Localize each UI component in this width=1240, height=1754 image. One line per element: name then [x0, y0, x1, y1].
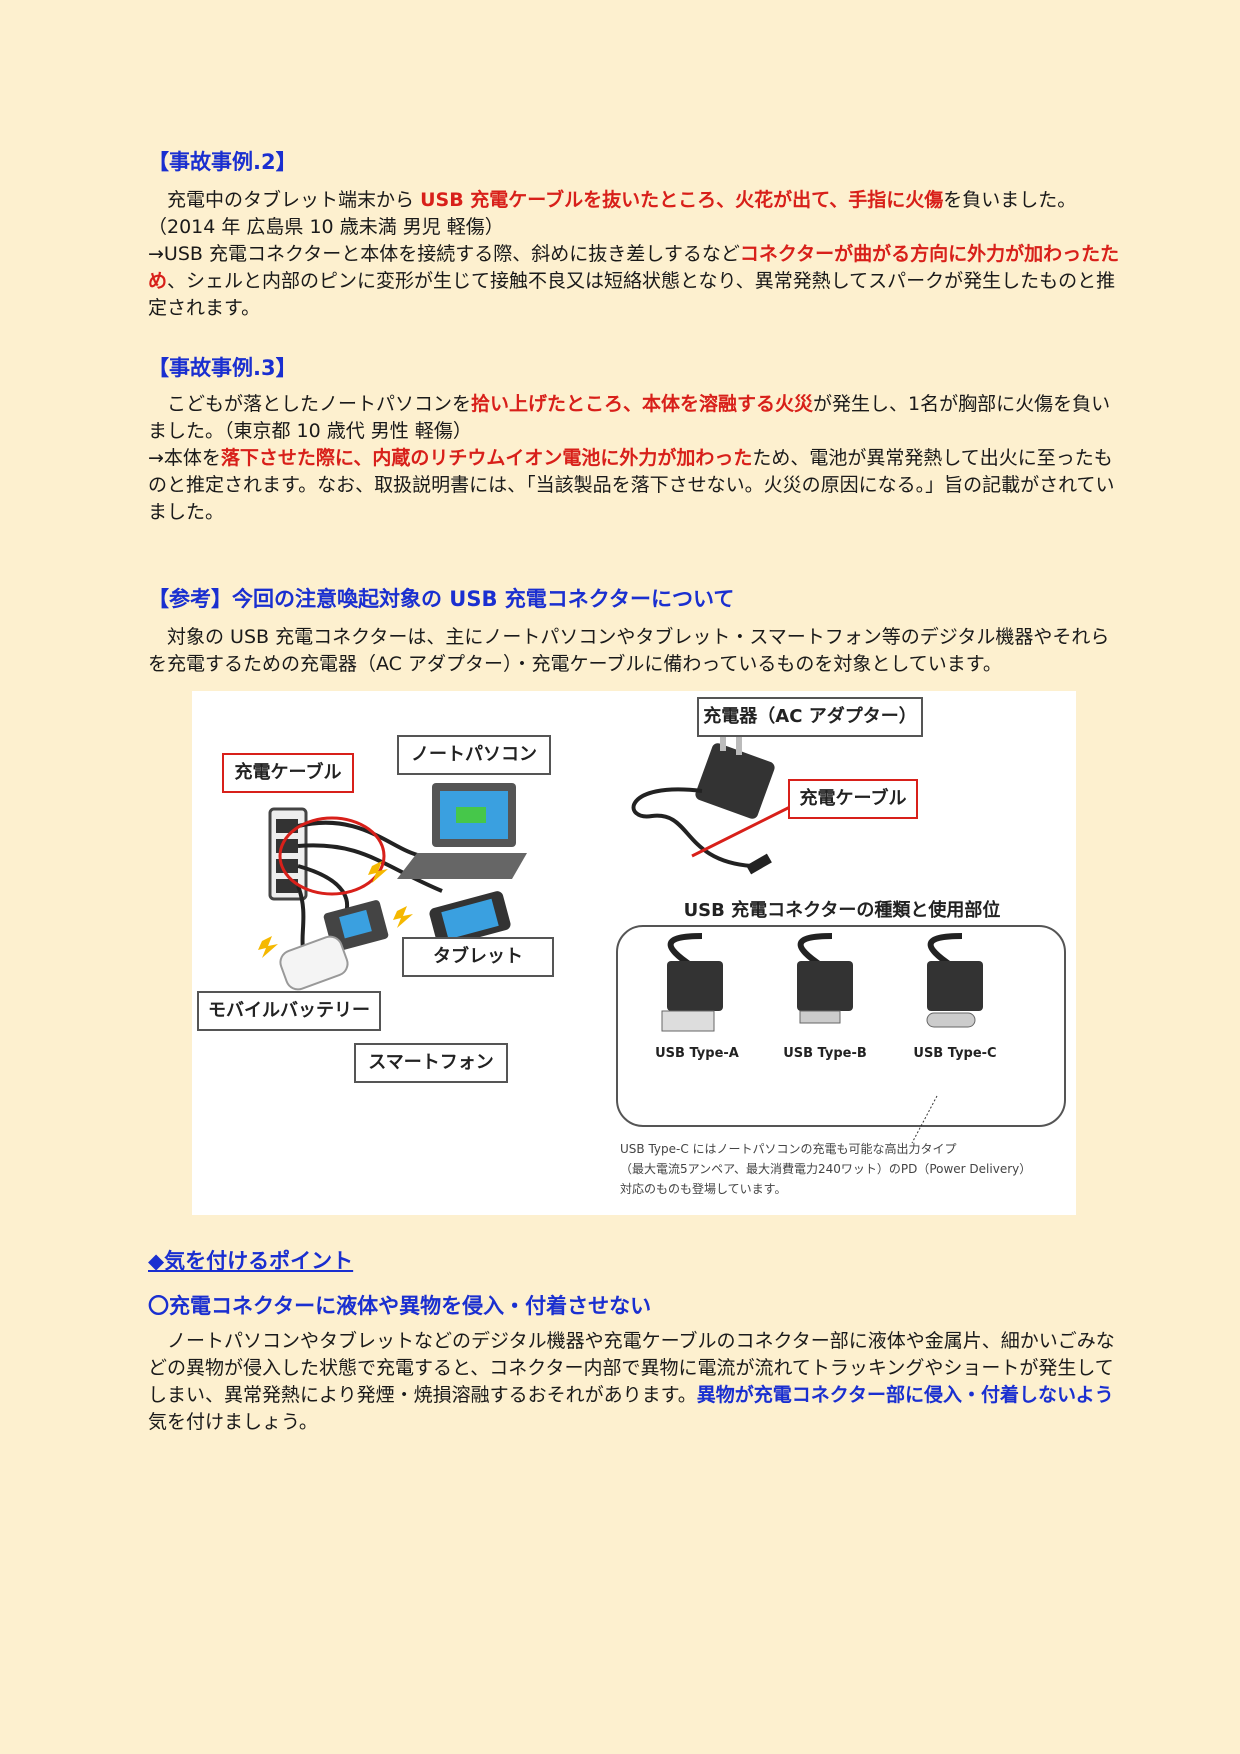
case2-paragraph-2: →USB 充電コネクターと本体を接続する際、斜めに抜き差しするなどコネクターが曲… — [148, 241, 1122, 322]
case2-body: 充電中のタブレット端末から USB 充電ケーブルを抜いたところ、火花が出て、手指… — [148, 187, 1122, 322]
label-mobile-battery: モバイルバッテリー — [197, 991, 381, 1031]
spark-icon — [258, 936, 278, 958]
points-text: ノートパソコンやタブレットなどのデジタル機器や充電ケーブルのコネクター部に液体や… — [148, 1328, 1122, 1436]
points-heading: ◆気を付けるポイント — [148, 1249, 354, 1273]
highlight-circle — [278, 816, 386, 896]
case3-cause-emphasis: 落下させた際に、内蔵のリチウムイオン電池に外力が加わった — [220, 447, 753, 469]
case2-text-end: を負いました。 — [943, 189, 1077, 211]
points-text-body: ノートパソコンやタブレットなどのデジタル機器や充電ケーブルのコネクター部に液体や… — [148, 1330, 1115, 1406]
case3-body: こどもが落としたノートパソコンを拾い上げたところ、本体を溶融する火災が発生し、1… — [148, 391, 1122, 526]
type-a-label: USB Type-A — [655, 1046, 739, 1061]
type-c-note: USB Type-C にはノートパソコンの充電も可能な高出力タイプ （最大電流5… — [620, 1139, 1070, 1199]
note-line-1: USB Type-C にはノートパソコンの充電も可能な高出力タイプ — [620, 1142, 957, 1156]
case3-text-end: が発生し、1名が胸部に火傷を負いました。（東京都 10 歳代 男性 軽傷） — [148, 393, 1111, 442]
label-charger: 充電器（AC アダプター） — [697, 697, 923, 737]
note-line-2: （最大電流5アンペア、最大消費電力240ワット）のPD（Power Delive… — [620, 1162, 1032, 1176]
type-c-connector-icon — [926, 933, 983, 1028]
illustration-drawing — [258, 731, 1066, 1144]
points-text-end: 気を付けましょう。 — [148, 1411, 318, 1433]
case2-cause-emphasis: コネクターが曲がる方向に外力が加わったため — [148, 243, 1120, 292]
pointer-arrow — [691, 804, 793, 858]
charger-icon — [695, 743, 775, 819]
case3-emphasis: 拾い上げたところ、本体を溶融する火災 — [471, 393, 814, 415]
cable-line — [297, 843, 443, 893]
type-b-label: USB Type-B — [783, 1046, 867, 1061]
label-tablet: タブレット — [402, 937, 554, 977]
spark-icon — [393, 906, 413, 928]
type-b-connector-icon — [797, 933, 853, 1024]
case3-heading: 【事故事例.3】 — [148, 356, 297, 380]
usb-illustration: 充電ケーブル ノートパソコン タブレット モバイルバッテリー スマートフォン 充… — [192, 691, 1076, 1215]
charger-cable-line — [631, 787, 753, 868]
case2-paragraph-1: 充電中のタブレット端末から USB 充電ケーブルを抜いたところ、火花が出て、手指… — [148, 187, 1122, 241]
case2-meta: （2014 年 広島県 10 歳未満 男児 軽傷） — [148, 216, 504, 238]
reference-text-body: 対象の USB 充電コネクターは、主にノートパソコンやタブレット・スマートフォン… — [148, 626, 1110, 675]
case3-text: こどもが落としたノートパソコンを — [167, 393, 472, 415]
connector-title: USB 充電コネクターの種類と使用部位 — [683, 900, 1001, 921]
mobile-battery-icon — [279, 935, 349, 991]
label-laptop: ノートパソコン — [397, 735, 551, 775]
points-subheading: 〇充電コネクターに液体や異物を侵入・付着させない — [148, 1294, 652, 1318]
case2-cause-end: 、シェルと内部のピンに変形が生じて接触不良又は短絡状態となり、異常発熱してスパー… — [148, 270, 1116, 319]
case2-cause-text: →USB 充電コネクターと本体を接続する際、斜めに抜き差しするなど — [148, 243, 740, 265]
case2-text: 充電中のタブレット端末から — [167, 189, 415, 211]
case2-heading: 【事故事例.2】 — [148, 150, 297, 174]
note-line-3: 対応のものも登場しています。 — [620, 1182, 787, 1196]
note-pointer — [911, 1095, 938, 1144]
type-c-label: USB Type-C — [913, 1046, 997, 1061]
points-emphasis: 異物が充電コネクター部に侵入・付着しないよう — [696, 1384, 1114, 1406]
label-smartphone: スマートフォン — [354, 1043, 508, 1083]
case3-paragraph-2: →本体を落下させた際に、内蔵のリチウムイオン電池に外力が加わったため、電池が異常… — [148, 445, 1122, 526]
reference-heading: 【参考】今回の注意喚起対象の USB 充電コネクターについて — [148, 587, 735, 611]
label-cable-right: 充電ケーブル — [788, 779, 918, 819]
case3-paragraph-1: こどもが落としたノートパソコンを拾い上げたところ、本体を溶融する火災が発生し、1… — [148, 391, 1122, 445]
reference-text: 対象の USB 充電コネクターは、主にノートパソコンやタブレット・スマートフォン… — [148, 624, 1122, 678]
case3-cause-text: →本体を — [148, 447, 221, 469]
case2-emphasis: USB 充電ケーブルを抜いたところ、火花が出て、手指に火傷 — [420, 189, 944, 211]
type-a-connector-icon — [661, 933, 723, 1032]
label-cable-left: 充電ケーブル — [222, 753, 354, 793]
case3-cause-end: ため、電池が異常発熱して出火に至ったものと推定されます。なお、取扱説明書には、「… — [148, 447, 1115, 523]
spark-icon — [368, 861, 388, 883]
